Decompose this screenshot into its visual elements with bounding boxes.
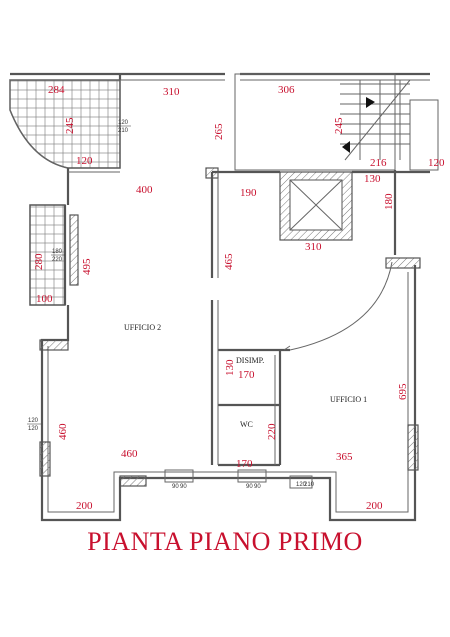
opening-top: 90 [246,484,253,490]
window [164,469,194,483]
opening-top: 180 [52,249,63,255]
opening-bottom: 120 [28,426,39,432]
dim-280: 280 [33,253,45,270]
room-ufficio-1: UFFICIO 1 [330,395,367,404]
interior-wall [210,170,430,467]
opening-top: 90 [172,484,179,490]
dim-180: 180 [383,193,395,210]
dim-465: 465 [223,253,235,270]
dim-220: 220 [266,423,278,440]
door-leaf [283,345,291,351]
room-ufficio-2: UFFICIO 2 [124,323,161,332]
stair-arrow [366,97,375,108]
dim-306: 306 [278,84,295,96]
dim-120-b: 120 [428,157,445,169]
window [237,469,267,483]
dim-130: 130 [364,173,381,185]
column [407,424,419,471]
dim-120: 120 [76,155,93,167]
stair-landing [409,99,439,171]
elevator-cross [289,179,343,231]
plan-title: PIANTA PIANO PRIMO [87,527,363,556]
column [69,214,79,286]
door-swing [289,261,393,351]
dim-100: 100 [36,293,53,305]
opening-top: 120 [296,482,307,488]
opening-top: 120 [28,418,39,424]
dim-284: 284 [48,84,65,96]
opening-bottom: 90 [180,484,187,490]
dim-400: 400 [136,184,153,196]
stair-diagonal [344,79,411,161]
dim-130-b: 130 [224,359,236,376]
balcony-rail [9,80,69,169]
opening-bottom: 90 [254,484,261,490]
opening-top: 120 [118,120,129,126]
dim-310-b: 310 [305,241,322,253]
opening-bottom: 220 [52,257,63,263]
dim-216: 216 [370,157,387,169]
column [119,475,147,487]
dim-265: 265 [213,123,225,140]
column [39,441,51,477]
column [39,339,69,351]
dim-200-b: 200 [366,500,383,512]
stair-well [234,73,396,171]
window [289,475,313,489]
column [385,257,421,269]
opening-bottom: 210 [118,128,129,134]
dim-310: 310 [163,86,180,98]
stair-steps [340,80,410,160]
opening-bottom: 210 [304,482,315,488]
stair-arrow [342,141,350,153]
dim-190: 190 [240,187,257,199]
dim-245-b: 245 [333,117,345,134]
dim-460: 460 [57,423,69,440]
room-wc: WC [240,420,253,429]
outer-wall-inner [10,79,430,513]
dim-460-b: 460 [121,448,138,460]
dim-170-b: 170 [236,458,253,470]
room-disimp: DISIMP. [236,356,264,365]
dim-695: 695 [397,383,409,400]
dim-245: 245 [64,117,76,134]
interior-wall-thin [68,171,276,465]
dim-200: 200 [76,500,93,512]
dim-170: 170 [238,369,255,381]
dim-495: 495 [81,258,93,275]
dim-365: 365 [336,451,353,463]
